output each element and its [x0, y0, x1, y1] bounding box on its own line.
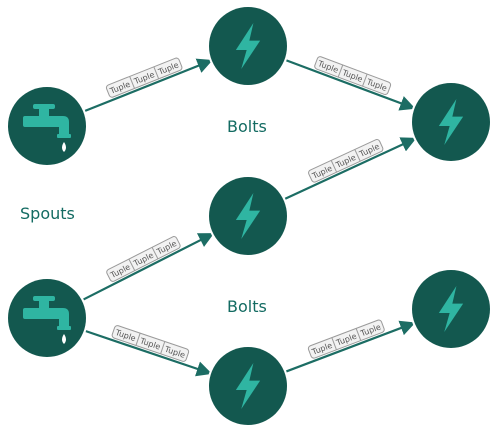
tuple-strip-box: [308, 139, 384, 183]
edge-arrow: [84, 58, 213, 112]
tuple-divider: [331, 337, 337, 350]
edges-layer: [83, 58, 417, 377]
tuple-strip-box: [307, 319, 385, 359]
tuple-divider: [153, 66, 160, 80]
tuple-divider: [128, 258, 136, 271]
tuple-divider: [160, 341, 166, 354]
lightning-icon: [438, 286, 464, 332]
edge-arrow: [85, 330, 213, 377]
tuple-divider: [362, 73, 368, 87]
bolt-node: [410, 81, 492, 163]
tuple-divider: [135, 332, 141, 346]
tuple-divider: [337, 64, 344, 78]
tuple-divider: [151, 247, 159, 260]
tuple-divider: [129, 76, 135, 89]
lightning-icon: [438, 99, 464, 145]
tuple-divider: [355, 328, 362, 341]
bolts-label-lower: Bolts: [227, 297, 267, 316]
bolt-node: [207, 175, 289, 257]
edge-arrow: [285, 320, 416, 373]
faucet-icon: [23, 104, 71, 152]
bolt-node: [207, 5, 289, 87]
lightning-icon: [235, 363, 261, 409]
lightning-icon: [235, 23, 261, 69]
bolts-label-upper: Bolts: [227, 117, 267, 136]
nodes-layer: [6, 5, 492, 427]
tuple-strip-box: [111, 325, 190, 362]
faucet-icon: [23, 296, 71, 344]
edge-arrow: [286, 59, 416, 111]
tuple-divider: [330, 160, 338, 173]
spout-node: [6, 85, 88, 167]
tuple-strip-box: [106, 236, 181, 282]
tuple-strip-box: [314, 56, 392, 95]
tuple-divider: [354, 149, 361, 162]
bolt-node: [410, 268, 492, 350]
spout-node: [6, 277, 88, 359]
edge-arrow: [284, 137, 417, 200]
spouts-label: Spouts: [20, 204, 75, 223]
bolt-node: [207, 345, 289, 427]
edge-arrow: [83, 233, 215, 301]
tuple-strip-box: [105, 57, 183, 98]
lightning-icon: [235, 193, 261, 239]
